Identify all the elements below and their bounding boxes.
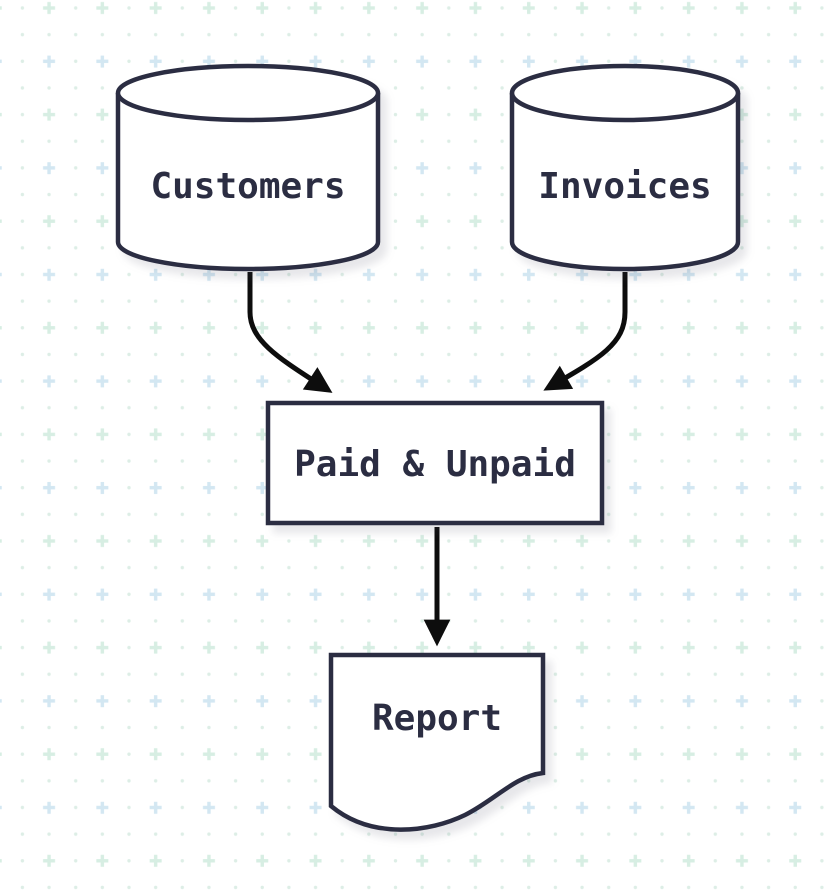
- paid-unpaid-label: Paid & Unpaid: [294, 444, 576, 485]
- customers-cylinder-top: [115, 63, 381, 123]
- paid-unpaid-rectangle: [265, 400, 605, 526]
- customers-label: Customers: [150, 166, 345, 207]
- report-label: Report: [372, 698, 502, 739]
- customers-cylinder-body: [115, 93, 381, 272]
- edge-customers-to-paid-unpaid: [247, 272, 333, 393]
- invoices-cylinder-body: [509, 93, 741, 272]
- node-invoices[interactable]: Invoices: [509, 63, 741, 272]
- edges-layer: [247, 272, 628, 647]
- report-document-shape: [328, 652, 546, 832]
- invoices-label: Invoices: [538, 166, 711, 207]
- node-customers[interactable]: Customers: [115, 63, 381, 272]
- node-report[interactable]: Report: [328, 652, 546, 832]
- node-paid-unpaid[interactable]: Paid & Unpaid: [265, 400, 605, 526]
- edge-invoices-to-paid-unpaid: [543, 272, 628, 391]
- invoices-cylinder-top: [509, 63, 741, 123]
